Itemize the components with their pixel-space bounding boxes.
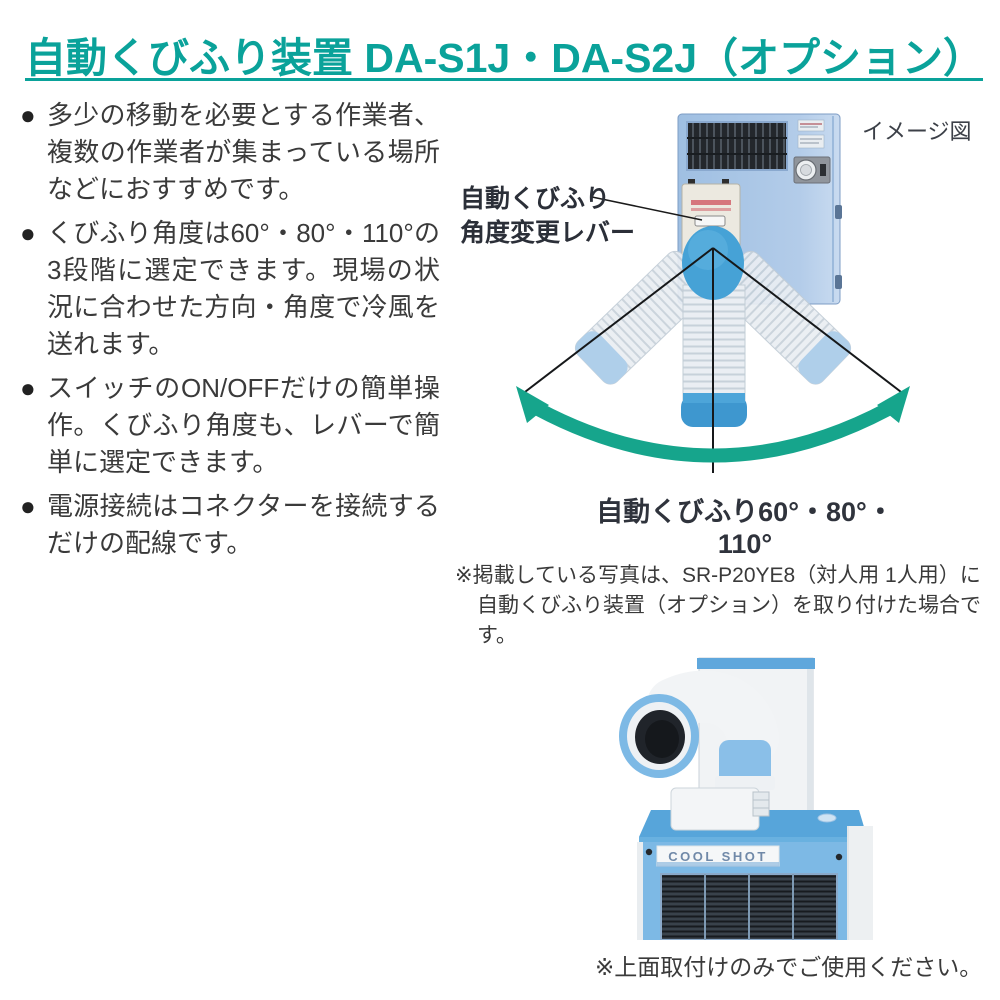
screw bbox=[645, 848, 653, 856]
image-type-label: イメージ図 bbox=[862, 119, 972, 144]
bullet-icon: ● bbox=[20, 491, 36, 521]
feature-text: くびふり角度は60°・80°・110°の3段階に選定できます。現場の状況に合わせ… bbox=[47, 218, 440, 359]
angle-lever bbox=[694, 215, 726, 227]
panel-clip bbox=[835, 275, 842, 289]
feature-item: ● 電源接続はコネクターを接続するだけの配線です。 bbox=[20, 488, 440, 562]
feature-text: 電源接続はコネクターを接続するだけの配線です。 bbox=[47, 491, 440, 558]
swing-angle-caption: 自動くびふり60°・80°・110° bbox=[596, 497, 894, 559]
swing-diagram: イメージ図 自動くびふり 角度変更レバー 自動くびふり60°・80°・110° bbox=[450, 100, 1000, 560]
spot-cooler-photo: COOL SHOT bbox=[619, 657, 873, 941]
footnote-line1: ※掲載している写真は、SR-P20YE8（対人用 1人用）に bbox=[455, 564, 981, 587]
brand-sticker-text: COOL SHOT bbox=[668, 849, 768, 864]
page-title: 自動くびふり装置 DA-S1J・DA-S2J（オプション） bbox=[25, 35, 985, 81]
bullet-icon: ● bbox=[20, 373, 36, 403]
feature-item: ● くびふり角度は60°・80°・110°の3段階に選定できます。現場の状況に合… bbox=[20, 215, 440, 363]
feature-text: 多少の移動を必要とする作業者、複数の作業者が集まっている場所などにおすすめです。 bbox=[47, 100, 440, 204]
exhaust-grille bbox=[686, 121, 788, 171]
front-details: COOL SHOT bbox=[645, 845, 843, 941]
product-photo: COOL SHOT bbox=[615, 650, 915, 941]
lever-callout: 自動くびふり 角度変更レバー bbox=[460, 182, 635, 250]
elbow-duct bbox=[619, 670, 779, 831]
lever-callout-line1: 自動くびふり bbox=[460, 185, 611, 213]
feature-item: ● 多少の移動を必要とする作業者、複数の作業者が集まっている場所などにおすすめで… bbox=[20, 97, 440, 208]
control-knob bbox=[793, 156, 831, 184]
swing-device-illustration bbox=[516, 113, 910, 473]
duct-base bbox=[670, 787, 760, 831]
feature-text: スイッチのON/OFFだけの簡単操作。くびふり角度も、レバーで簡単に選定できます… bbox=[47, 373, 440, 477]
mounting-note: ※上面取付けのみでご使用ください。 bbox=[595, 954, 983, 980]
bullet-icon: ● bbox=[20, 218, 36, 248]
lever-callout-line2: 角度変更レバー bbox=[460, 219, 636, 247]
photo-footnote: ※掲載している写真は、SR-P20YE8（対人用 1人用）に 自動くびふり装置（… bbox=[455, 561, 1000, 651]
screw bbox=[835, 853, 843, 861]
bullet-icon: ● bbox=[20, 100, 36, 130]
angle-lines bbox=[520, 247, 906, 473]
swing-arrow bbox=[516, 386, 910, 463]
brand-logo bbox=[691, 200, 731, 211]
title-underline bbox=[25, 78, 983, 81]
feature-list: ● 多少の移動を必要とする作業者、複数の作業者が集まっている場所などにおすすめで… bbox=[20, 97, 440, 569]
callout-leader-line bbox=[591, 196, 703, 221]
feature-item: ● スイッチのON/OFFだけの簡単操作。くびふり角度も、レバーで簡単に選定でき… bbox=[20, 370, 440, 481]
duct-opening bbox=[619, 694, 699, 778]
warning-labels bbox=[797, 119, 825, 149]
footnote-line2: 自動くびふり装置（オプション）を取り付けた場合です。 bbox=[477, 594, 981, 647]
panel-clip bbox=[835, 205, 842, 219]
